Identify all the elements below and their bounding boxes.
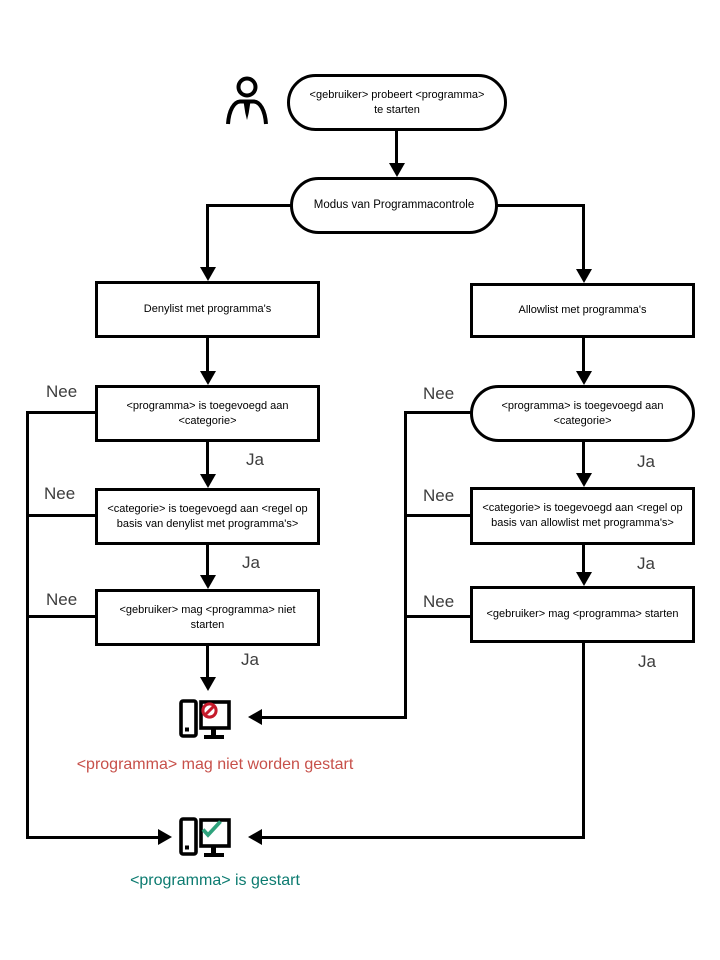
- node-left-added-label: <programma> is toegevoegd aan <categorie…: [126, 399, 289, 427]
- connector-start-mode: [395, 131, 398, 164]
- arrowhead-mode-denylist: [200, 267, 216, 281]
- arrowhead-r1-r2: [576, 473, 592, 487]
- label-no-left-2: Nee: [44, 484, 76, 503]
- connector-allowlist-r1: [582, 338, 585, 372]
- connector-r3-ja-h: [262, 836, 585, 839]
- node-left-added: <programma> is toegevoegd aan <categorie…: [95, 385, 320, 442]
- connector-mode-left-h: [206, 204, 292, 207]
- label-yes-right-2: Ja: [637, 554, 655, 573]
- arrowhead-nee-started: [158, 829, 172, 845]
- label-yes-left-3: Ja: [241, 650, 259, 669]
- left-nee-rail: [26, 411, 29, 839]
- node-allowlist: Allowlist met programma's: [470, 283, 695, 338]
- left-nee-3: [26, 615, 95, 618]
- node-start-label: <gebruiker> probeert <programma> te star…: [309, 88, 485, 116]
- arrowhead-l3-denied: [200, 677, 216, 691]
- node-denylist: Denylist met programma's: [95, 281, 320, 338]
- connector-l3-denied: [206, 646, 209, 678]
- computer-blocked-icon: [178, 694, 232, 749]
- label-no-right-2: Nee: [423, 486, 455, 505]
- connector-r3-ja-v: [582, 643, 585, 839]
- label-yes-right-3: Ja: [638, 652, 656, 671]
- arrowhead-l1-l2: [200, 474, 216, 488]
- connector-mode-left-v: [206, 204, 209, 268]
- node-right-result-label: <gebruiker> mag <programma> starten: [486, 608, 679, 621]
- arrowhead-r2-r3: [576, 572, 592, 586]
- right-nee-2: [404, 514, 474, 517]
- arrowhead-allowlist-r1: [576, 371, 592, 385]
- arrowhead-l2-l3: [200, 575, 216, 589]
- label-yes-left-1: Ja: [246, 450, 264, 469]
- label-yes-left-2: Ja: [242, 553, 260, 572]
- right-nee-3: [404, 615, 470, 618]
- right-nee-to-denied: [262, 716, 407, 719]
- node-denylist-label: Denylist met programma's: [143, 303, 272, 316]
- label-no-left-1: Nee: [46, 382, 78, 401]
- right-nee-1: [404, 411, 474, 414]
- arrowhead-mode-allowlist: [576, 269, 592, 283]
- connector-l1-l2: [206, 442, 209, 475]
- connector-mode-right-v: [582, 204, 585, 270]
- connector-mode-right-h: [497, 204, 585, 207]
- left-nee-2: [26, 514, 95, 517]
- arrowhead-ja-started: [248, 829, 262, 845]
- arrowhead-denylist-l1: [200, 371, 216, 385]
- connector-denylist-l1: [206, 338, 209, 372]
- node-right-added: <programma> is toegevoegd aan <categorie…: [470, 385, 695, 442]
- label-no-right-3: Nee: [423, 592, 455, 611]
- connector-l2-l3: [206, 545, 209, 576]
- node-mode-label: Modus van Programmacontrole: [313, 198, 475, 211]
- node-allowlist-label: Allowlist met programma's: [518, 304, 647, 317]
- node-right-rule-label: <categorie> is toegevoegd aan <regel op …: [482, 502, 683, 529]
- node-right-rule: <categorie> is toegevoegd aan <regel op …: [470, 487, 695, 545]
- node-mode: Modus van Programmacontrole: [290, 177, 498, 234]
- node-left-rule: <categorie> is toegevoegd aan <regel op …: [95, 488, 320, 545]
- node-left-rule-label: <categorie> is toegevoegd aan <regel op …: [107, 502, 308, 530]
- connector-r1-r2: [582, 442, 585, 474]
- right-nee-rail: [404, 411, 407, 719]
- left-nee-1: [26, 411, 95, 414]
- node-start: <gebruiker> probeert <programma> te star…: [287, 74, 507, 131]
- user-icon: [224, 76, 270, 131]
- computer-started-icon: [178, 812, 232, 867]
- arrowhead-start-mode: [389, 163, 405, 177]
- outcome-denied-text: <programma> mag niet worden gestart: [76, 756, 354, 773]
- left-nee-to-started: [26, 836, 158, 839]
- node-right-result: <gebruiker> mag <programma> starten: [470, 586, 695, 643]
- outcome-started-text: <programma> is gestart: [130, 872, 300, 889]
- node-left-result: <gebruiker> mag <programma> niet starten: [95, 589, 320, 646]
- label-no-left-3: Nee: [46, 590, 78, 609]
- connector-r2-r3: [582, 545, 585, 574]
- node-right-added-label: <programma> is toegevoegd aan <categorie…: [501, 399, 664, 427]
- label-yes-right-1: Ja: [637, 452, 655, 471]
- node-left-result-label: <gebruiker> mag <programma> niet starten: [119, 603, 296, 631]
- arrowhead-nee-denied: [248, 709, 262, 725]
- label-no-right-1: Nee: [423, 384, 455, 403]
